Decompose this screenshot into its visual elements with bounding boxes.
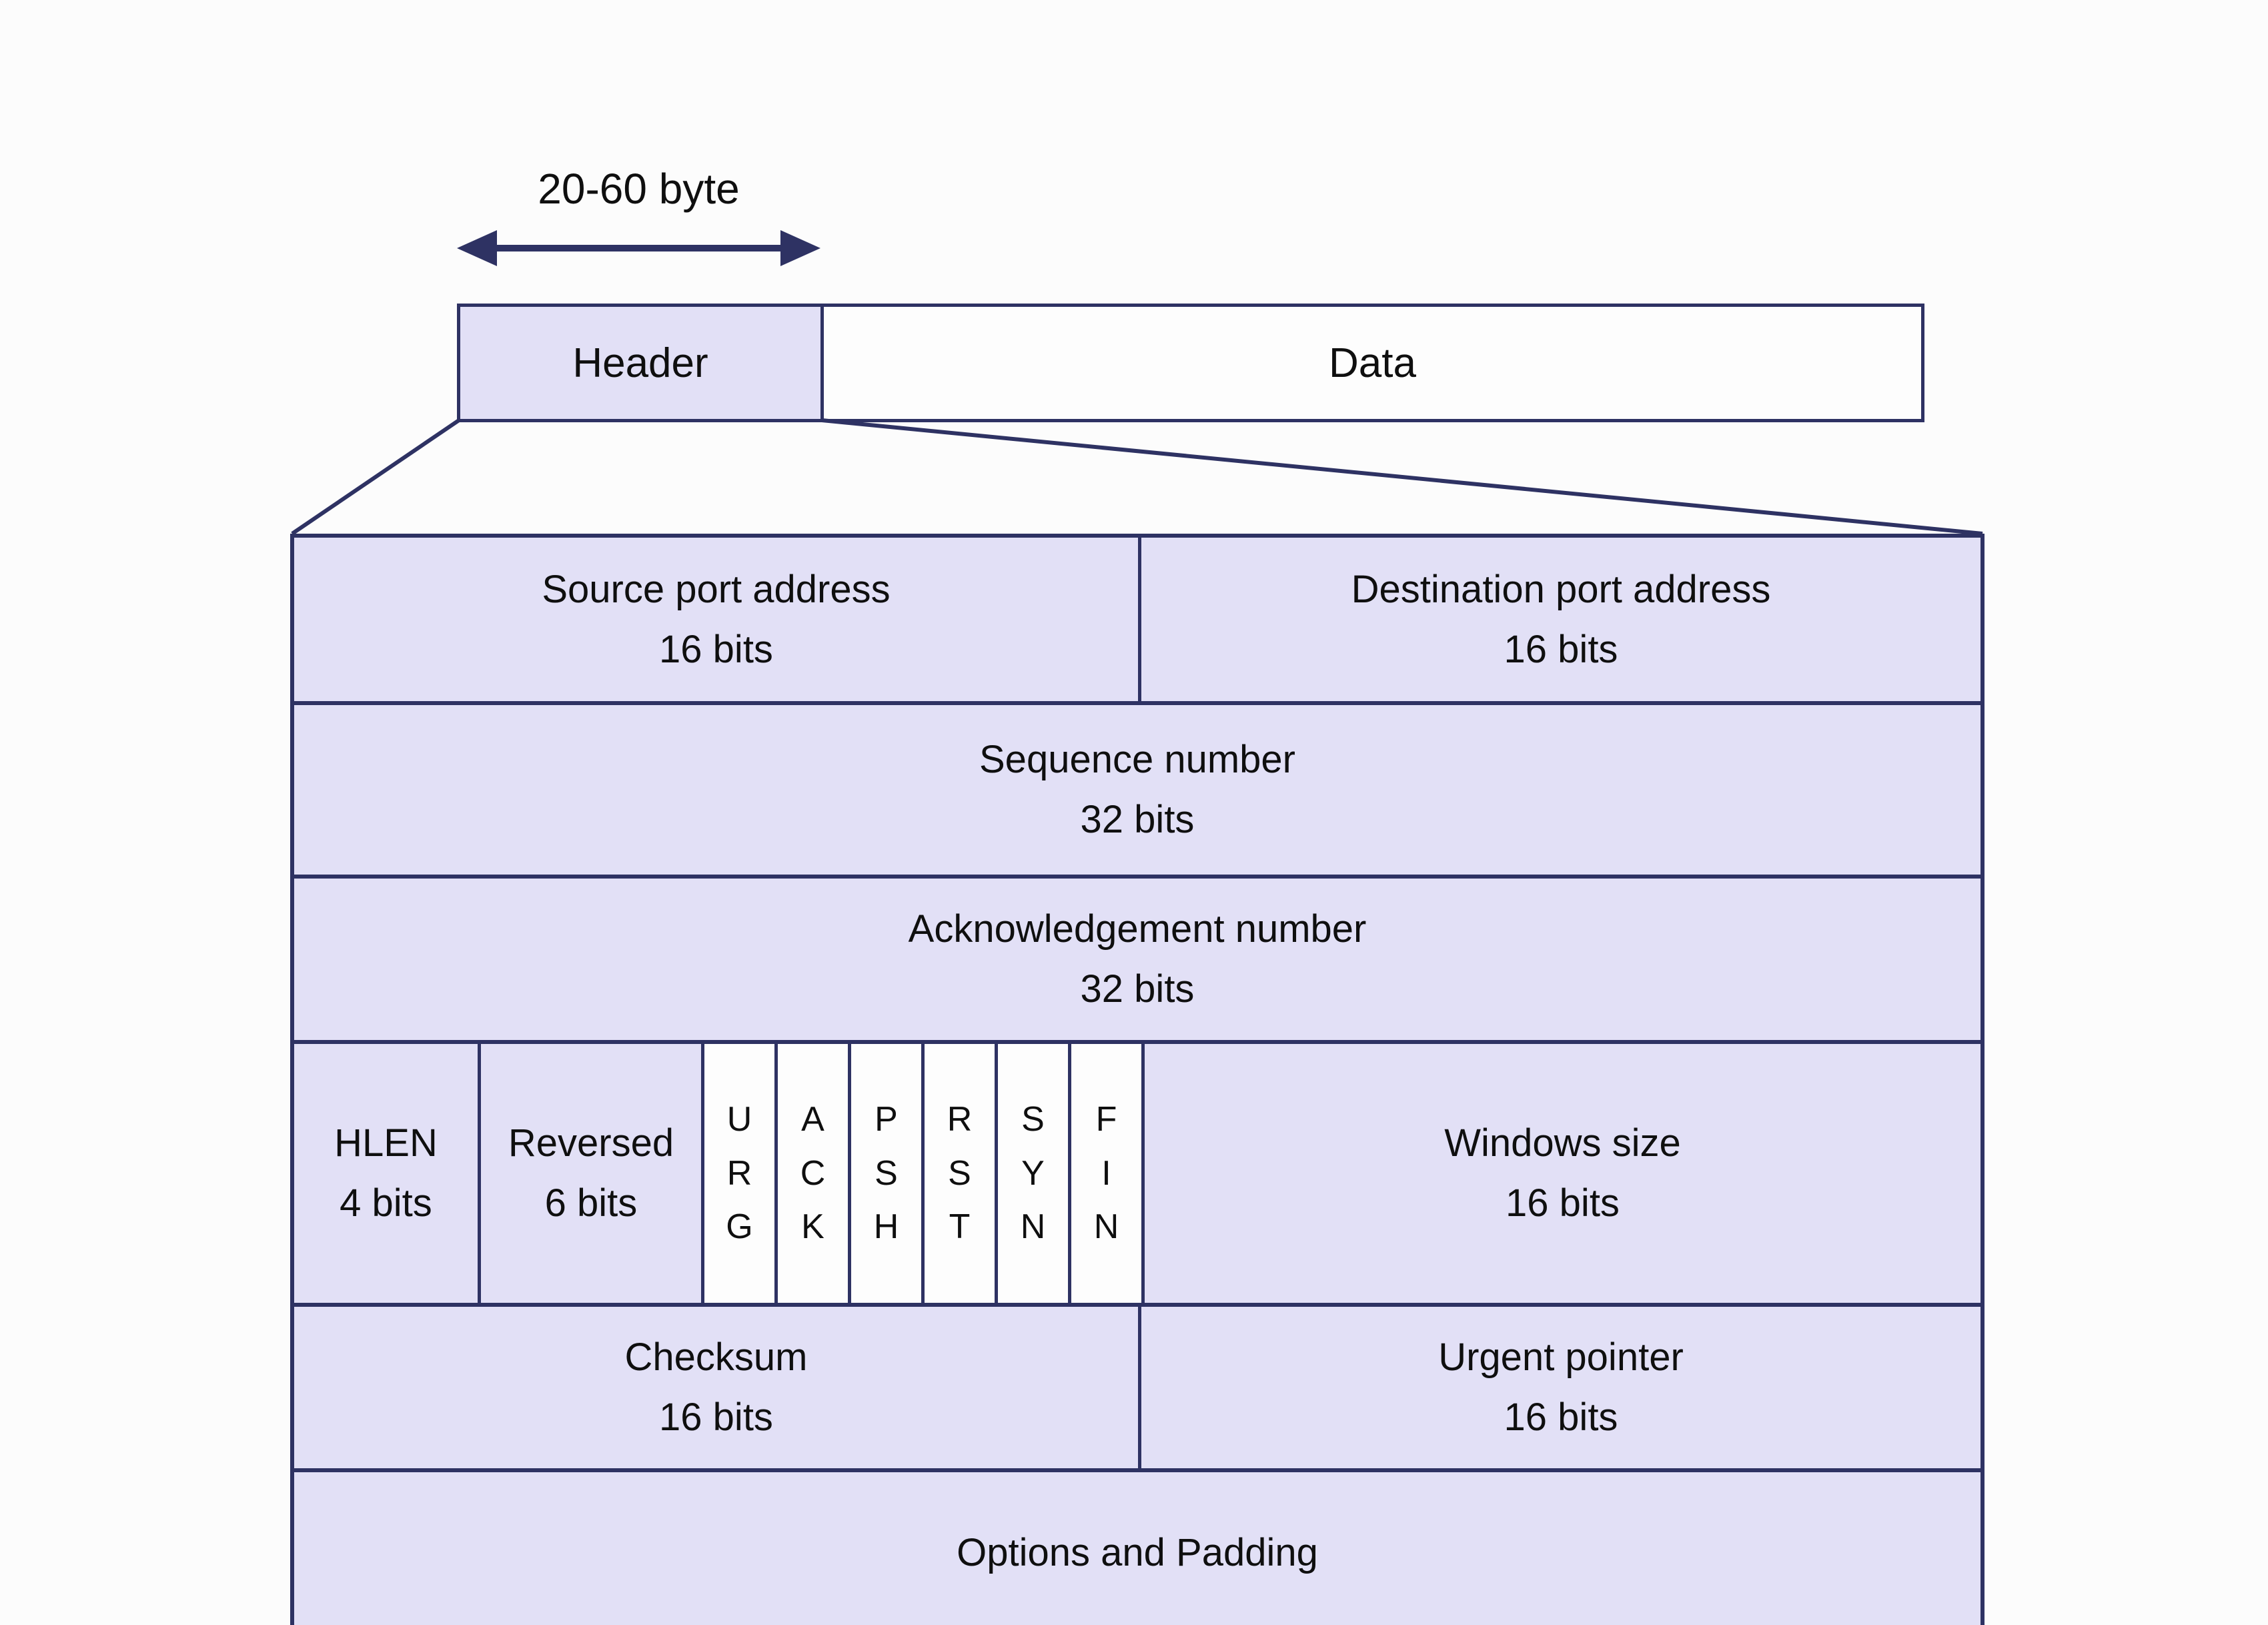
header-size-label: 20-60 byte xyxy=(538,165,740,213)
field-bits: 6 bits xyxy=(544,1181,638,1225)
flag-cell-ack: A C K xyxy=(778,1044,851,1303)
field-title: Sequence number xyxy=(979,738,1295,782)
checksum-cell: Checksum 16 bits xyxy=(294,1307,1141,1468)
arrow-line xyxy=(488,245,790,251)
field-title: HLEN xyxy=(334,1121,438,1165)
field-bits: 16 bits xyxy=(1504,1396,1618,1439)
acknowledgement-number-cell: Acknowledgement number 32 bits xyxy=(294,879,1980,1040)
sequence-number-cell: Sequence number 32 bits xyxy=(294,705,1980,875)
field-bits: 32 bits xyxy=(1080,798,1195,841)
table-row-flags: HLEN 4 bits Reversed 6 bits U R G A C K … xyxy=(294,1040,1980,1303)
options-padding-cell: Options and Padding xyxy=(294,1472,1980,1625)
segment-header-cell: Header xyxy=(460,307,824,419)
flag-label: P S H xyxy=(873,1100,899,1247)
right-arrowhead-icon xyxy=(780,230,820,266)
table-row-checksum: Checksum 16 bits Urgent pointer 16 bits xyxy=(294,1303,1980,1468)
flag-cell-rst: R S T xyxy=(925,1044,998,1303)
field-bits: 16 bits xyxy=(659,627,773,671)
flag-cell-urg: U R G xyxy=(704,1044,778,1303)
flag-label: U R G xyxy=(726,1100,753,1247)
field-title: Options and Padding xyxy=(957,1531,1318,1575)
flag-cell-syn: S Y N xyxy=(998,1044,1071,1303)
table-row-options: Options and Padding xyxy=(294,1468,1980,1625)
urgent-pointer-cell: Urgent pointer 16 bits xyxy=(1141,1307,1980,1468)
double-headed-arrow xyxy=(457,229,820,267)
expansion-line-right xyxy=(821,418,1983,536)
segment-bar: Header Data xyxy=(457,304,1924,422)
source-port-cell: Source port address 16 bits xyxy=(294,538,1141,701)
expansion-line-left xyxy=(291,418,460,536)
segment-data-cell: Data xyxy=(824,307,1921,419)
flag-cell-fin: F I N xyxy=(1071,1044,1145,1303)
flag-label: F I N xyxy=(1093,1100,1119,1247)
flag-label: S Y N xyxy=(1020,1100,1046,1247)
field-bits: 4 bits xyxy=(340,1181,432,1225)
field-bits: 16 bits xyxy=(1504,627,1618,671)
field-bits: 16 bits xyxy=(1506,1181,1620,1225)
field-title: Destination port address xyxy=(1351,567,1771,611)
flag-label: R S T xyxy=(947,1100,973,1247)
table-row-acknowledgement: Acknowledgement number 32 bits xyxy=(294,875,1980,1040)
field-title: Reversed xyxy=(508,1121,674,1165)
header-fields-table: Source port address 16 bits Destination … xyxy=(290,534,1985,1625)
destination-port-cell: Destination port address 16 bits xyxy=(1141,538,1980,701)
field-title: Source port address xyxy=(542,567,891,611)
field-title: Windows size xyxy=(1444,1121,1681,1165)
table-row-ports: Source port address 16 bits Destination … xyxy=(294,538,1980,701)
windows-size-cell: Windows size 16 bits xyxy=(1145,1044,1980,1303)
flag-cell-psh: P S H xyxy=(851,1044,925,1303)
field-title: Checksum xyxy=(624,1335,808,1380)
reversed-cell: Reversed 6 bits xyxy=(481,1044,704,1303)
left-arrowhead-icon xyxy=(457,230,497,266)
flag-label: A C K xyxy=(800,1100,826,1247)
field-title: Urgent pointer xyxy=(1438,1335,1684,1380)
field-bits: 32 bits xyxy=(1080,967,1195,1011)
field-title: Acknowledgement number xyxy=(908,907,1367,951)
field-bits: 16 bits xyxy=(659,1396,773,1439)
table-row-sequence: Sequence number 32 bits xyxy=(294,701,1980,875)
hlen-cell: HLEN 4 bits xyxy=(294,1044,481,1303)
